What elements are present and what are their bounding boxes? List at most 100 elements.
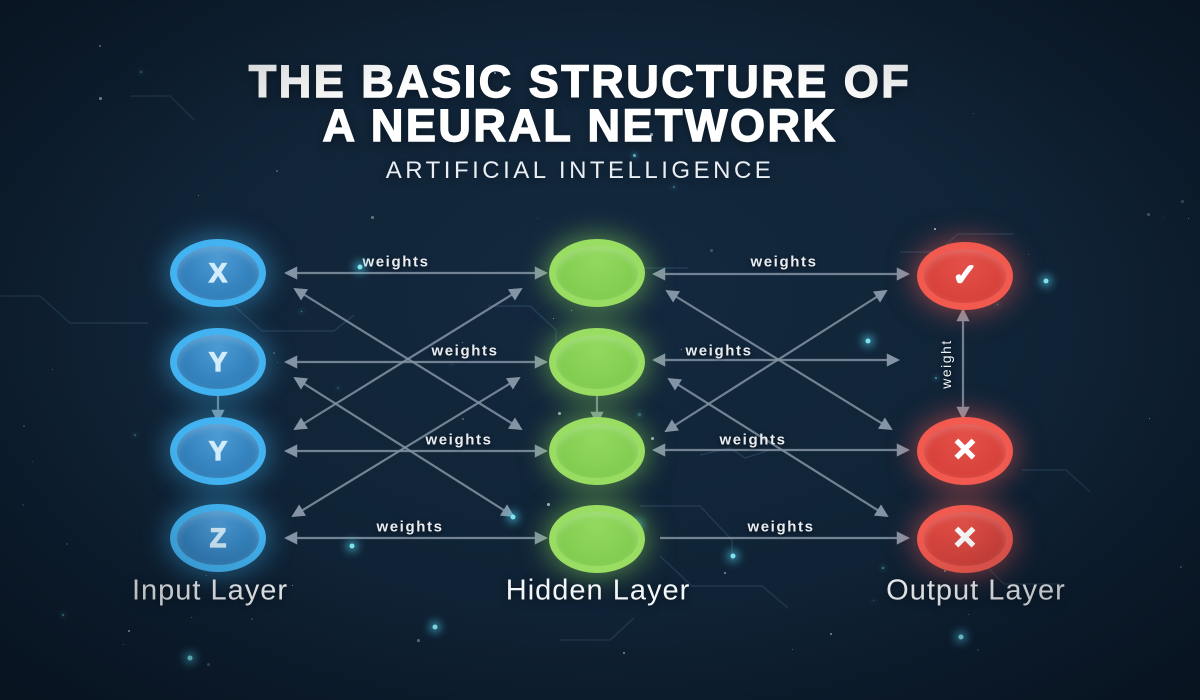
glow-dot (865, 338, 871, 344)
star-dot (99, 97, 102, 100)
star-dot (553, 318, 554, 319)
star-dot (547, 503, 550, 506)
star-dot (371, 216, 374, 219)
star-dot (934, 228, 936, 230)
hidden-node-1 (549, 239, 645, 307)
star-dot (1181, 200, 1184, 203)
star-dot (673, 186, 675, 188)
output-node-cross-2: ✕ (917, 505, 1013, 573)
weights-label-ho-3: weights (719, 431, 787, 449)
hidden-layer-caption: Hidden Layer (505, 574, 691, 607)
star-dot (292, 585, 293, 586)
star-dot (191, 617, 192, 618)
hidden-node-3 (549, 417, 645, 485)
star-dot (251, 618, 253, 620)
star-dot (1147, 213, 1150, 216)
output-layer-caption: Output Layer (886, 574, 1066, 607)
input-node-y1-label: Y (208, 346, 227, 377)
title-line-2: A NEURAL NETWORK (322, 100, 838, 151)
star-dot (273, 352, 275, 354)
cross-icon: ✕ (952, 522, 978, 555)
input-layer-caption: Input Layer (131, 574, 289, 607)
input-node-x: X (170, 239, 266, 307)
subtitle: ARTIFICIAL INTELLIGENCE (385, 157, 775, 184)
glow-dot (1043, 278, 1049, 284)
star-dot (123, 644, 125, 646)
star-dot (623, 652, 626, 655)
star-dot (23, 425, 26, 428)
star-dot (276, 170, 278, 172)
star-dot (973, 113, 975, 115)
star-dot (977, 649, 979, 651)
cross-icon: ✕ (952, 434, 978, 467)
star-dot (277, 362, 279, 364)
glow-dot (958, 634, 964, 640)
star-dot (873, 600, 875, 602)
input-node-z: Z (170, 504, 266, 572)
star-dot (206, 575, 208, 577)
star-dot (503, 140, 505, 142)
star-dot (134, 434, 136, 436)
star-dot (417, 639, 420, 642)
output-node-check: ✓ (917, 242, 1013, 310)
star-dot (710, 249, 713, 252)
star-dot (99, 45, 102, 48)
weight-arrows (211, 266, 970, 545)
weights-label-ho-1: weights (750, 253, 818, 271)
glow-dot (730, 553, 736, 559)
weights-label-ih-2: weights (431, 342, 499, 360)
star-dot (62, 614, 65, 617)
star-dot (372, 263, 373, 264)
star-dot (66, 543, 69, 546)
star-dot (537, 218, 539, 220)
hidden-node-2 (549, 328, 645, 396)
hidden-node-4 (549, 505, 645, 573)
star-dot (198, 195, 200, 197)
input-node-x-label: X (208, 257, 227, 288)
weights-label-ih-4: weights (376, 518, 444, 536)
input-node-y1: Y (170, 328, 266, 396)
star-dot (968, 614, 970, 616)
weights-label-ho-2: weights (685, 342, 753, 360)
weights-label-ho-4: weights (747, 518, 815, 536)
star-dot (140, 71, 142, 73)
star-dot (882, 567, 884, 569)
star-dot (22, 504, 24, 506)
star-dot (633, 154, 636, 157)
glow-dot (357, 264, 363, 270)
glow-dot (432, 624, 438, 630)
title-line-1: THE BASIC STRUCTURE OF (248, 56, 912, 107)
star-dot (52, 369, 54, 371)
glow-dot (510, 514, 516, 520)
star-dot (944, 570, 947, 573)
star-dot (1028, 254, 1030, 256)
weights-label-ih-3: weights (425, 431, 493, 449)
output-node-cross-1: ✕ (917, 417, 1013, 485)
star-dot (650, 133, 653, 136)
star-dot (935, 377, 937, 379)
star-dot (651, 437, 654, 440)
star-dot (1180, 566, 1183, 569)
input-node-y2-label: Y (208, 435, 227, 466)
check-icon: ✓ (952, 259, 978, 292)
star-dot (558, 412, 561, 415)
star-dot (997, 304, 998, 305)
star-dot (1163, 217, 1165, 219)
star-dot (1188, 218, 1190, 220)
input-node-y2: Y (170, 417, 266, 485)
header: THE BASIC STRUCTURE OF A NEURAL NETWORK … (0, 56, 1160, 185)
star-dot (792, 649, 793, 650)
glow-dot (187, 655, 193, 661)
glow-dot (349, 543, 355, 549)
input-node-z-label: Z (209, 522, 227, 553)
star-dot (638, 413, 641, 416)
star-dot (207, 663, 210, 666)
weight-label-vertical: weight (938, 339, 954, 389)
star-dot (724, 572, 727, 575)
star-dot (571, 310, 573, 312)
star-dot (830, 633, 833, 636)
star-dot (32, 461, 34, 463)
star-dot (494, 72, 496, 74)
